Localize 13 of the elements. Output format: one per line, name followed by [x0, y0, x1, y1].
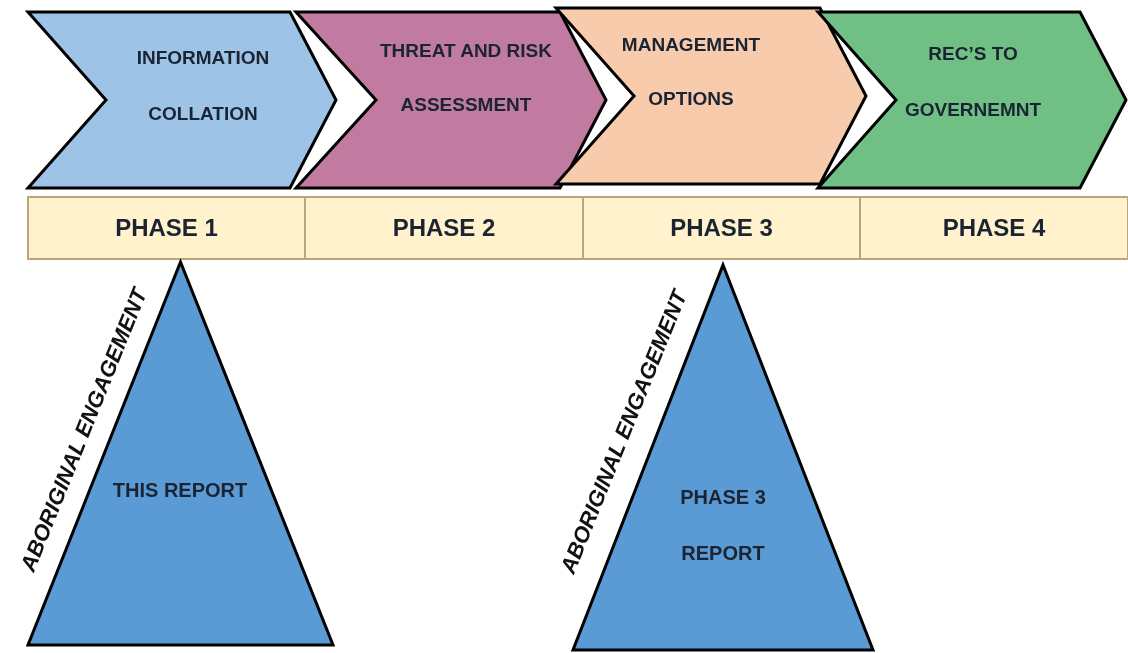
node-label: PHASE 1 — [114, 213, 219, 243]
node-label: PHASE 4 — [941, 213, 1047, 243]
node-label: THREAT AND RISK ASSESSMENT — [378, 39, 554, 117]
node-label: REC’S TO GOVERNEMNT — [903, 42, 1043, 122]
phase-cell — [860, 197, 1128, 259]
node-label: PHASE 3 — [669, 213, 774, 243]
phase-cell — [583, 197, 860, 259]
node-label: MANAGEMENT OPTIONS — [620, 33, 762, 111]
phase-cell — [28, 197, 305, 259]
phase-cell — [305, 197, 583, 259]
node-label: PHASE 2 — [391, 213, 497, 243]
node-label: INFORMATION COLLATION — [135, 46, 271, 126]
node-label: PHASE 3 REPORT — [679, 485, 767, 566]
